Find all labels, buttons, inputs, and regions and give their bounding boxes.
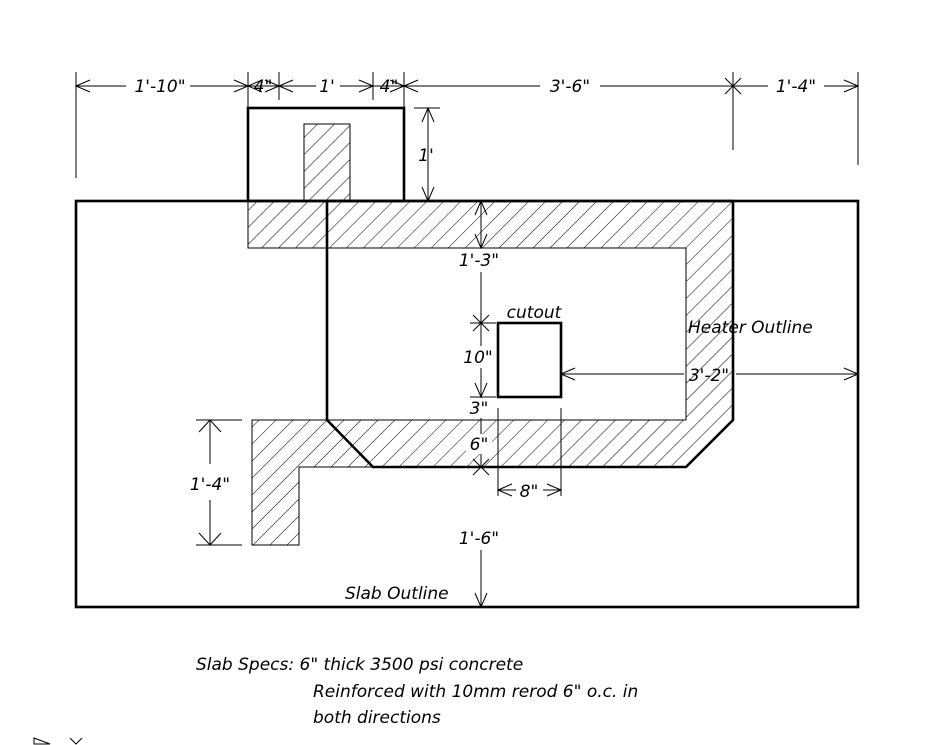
dim-wall-thickness: 6" — [470, 435, 489, 455]
ucs-icon — [33, 737, 83, 745]
heater-outline — [325, 199, 735, 469]
dim-inner-bottom: 3" — [470, 399, 489, 419]
specs-line-3: both directions — [313, 708, 441, 728]
label-slab-outline: Slab Outline — [345, 584, 449, 604]
dim-top-4: 4" — [380, 77, 399, 97]
dim-top-2: 4" — [254, 77, 273, 97]
cutout-box — [496, 321, 563, 399]
top-dimension-lines — [74, 72, 860, 178]
specs-line-2: Reinforced with 10mm rerod 6" o.c. in — [313, 682, 638, 702]
dim-cutout-height: 10" — [463, 348, 492, 368]
dim-left-wing: 1'-4" — [190, 475, 230, 495]
dim-top-5: 3'-6" — [550, 77, 590, 97]
cutout-to-edge-dimension — [559, 367, 860, 381]
dim-cutout-width: 8" — [520, 482, 539, 502]
dim-cutout-to-edge: 3'-2" — [689, 366, 729, 386]
dim-chimney-height: 1' — [418, 146, 434, 166]
cutout-width-dimension — [496, 408, 563, 497]
dim-top-1: 1'-10" — [134, 77, 185, 97]
chimney-hatch — [303, 123, 351, 202]
specs-line-1: Slab Specs: 6" thick 3500 psi concrete — [196, 655, 523, 675]
chimney-height-dimension — [414, 106, 440, 203]
label-heater-outline: Heater Outline — [688, 318, 813, 338]
dim-top-3: 1' — [319, 77, 335, 97]
dim-top-6: 1'-4" — [776, 77, 816, 97]
left-wing-dimension — [196, 419, 242, 546]
top-dimension-labels: 1'-10" 4" 1' 4" 3'-6" 1'-4" — [126, 74, 824, 97]
dim-inner-top: 1'-3" — [459, 251, 499, 271]
center-vertical-dimension — [470, 199, 496, 609]
label-cutout: cutout — [507, 303, 563, 323]
dim-bottom: 1'-6" — [459, 529, 499, 549]
